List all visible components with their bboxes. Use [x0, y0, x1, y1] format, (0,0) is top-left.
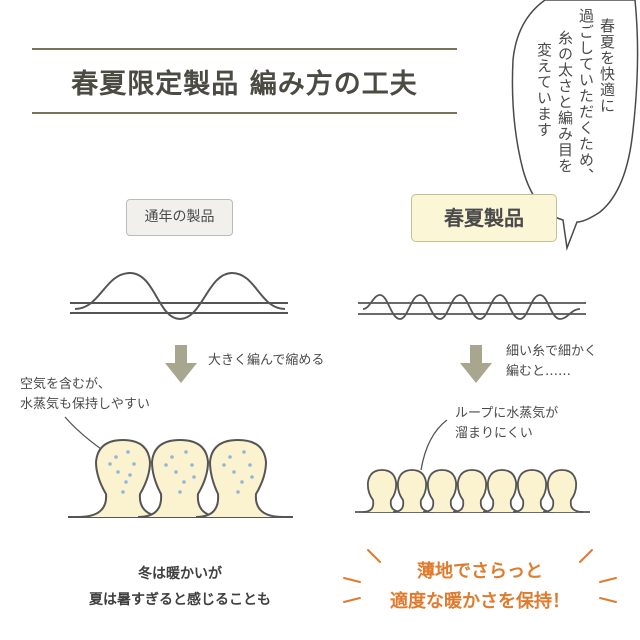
right-arrow-caption-line-2: 編むと…… — [506, 364, 572, 379]
title-bottom-rule — [32, 112, 457, 114]
right-arrow-caption-line-1: 細い糸で細かく — [506, 344, 598, 359]
bubble-line-1: 春夏を快適に — [598, 18, 616, 114]
bubble-line-3: 糸の太さと編み目を — [556, 30, 574, 174]
label-spring-summer-product: 春夏製品 — [411, 194, 557, 242]
left-knit-loops — [68, 438, 293, 518]
left-down-arrow — [165, 345, 197, 383]
left-note-line-2: 水蒸気も保持しやすい — [20, 397, 150, 412]
title-top-rule — [32, 48, 457, 50]
left-note-line-1: 空気を含むが、 — [20, 377, 111, 392]
right-note-line-2: 溜まりにくい — [455, 426, 533, 441]
left-arrow-caption: 大きく編んで縮める — [208, 353, 325, 368]
right-bottom-line-1: 薄地でさらっと — [417, 561, 543, 582]
bubble-line-2: 過ごしていただくため、 — [577, 8, 595, 184]
right-knit-loops — [355, 469, 590, 513]
right-bottom-line-2: 適度な暖かさを保持！ — [390, 591, 570, 612]
right-note-line-1: ループに水蒸気が — [455, 406, 559, 421]
right-thread-wave — [358, 294, 586, 320]
emphasis-burst-lines — [343, 549, 617, 603]
right-note-pointer — [420, 419, 448, 471]
speech-bubble — [511, 0, 639, 251]
bubble-line-4: 変えています — [535, 42, 553, 138]
left-bottom-line-1: 冬は暖かいが — [138, 566, 222, 582]
left-thread-wave — [70, 271, 288, 321]
page-title: 春夏限定製品 編み方の工夫 — [71, 69, 418, 100]
left-bottom-line-2: 夏は暑すぎると感じることも — [89, 592, 271, 608]
label-regular-product: 通年の製品 — [126, 199, 233, 236]
right-down-arrow — [460, 345, 492, 383]
